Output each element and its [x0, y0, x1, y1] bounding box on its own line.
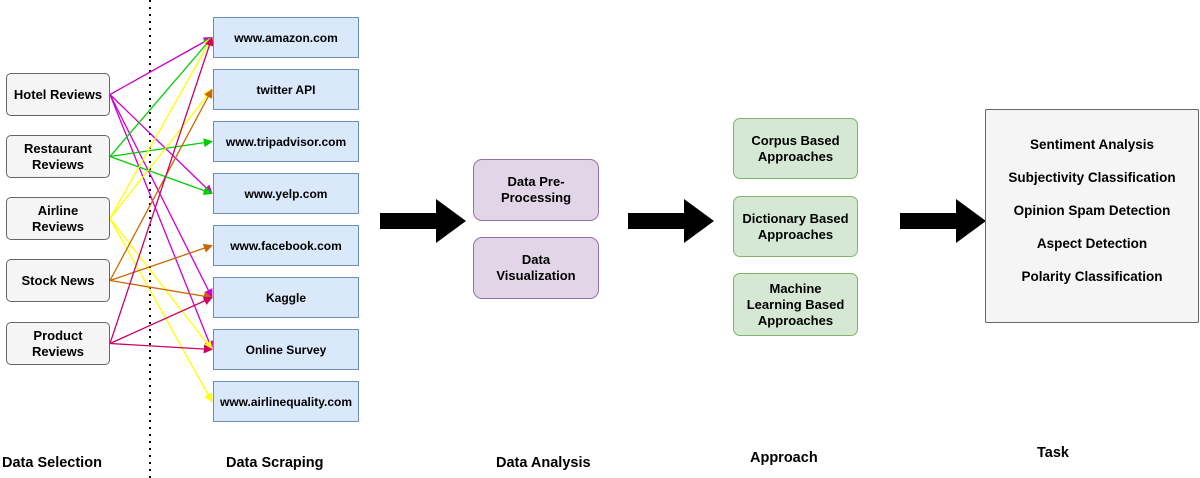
flow-arrow-3 [900, 199, 986, 243]
task-box: Sentiment Analysis Subjectivity Classifi… [985, 109, 1199, 323]
connection-arrow [109, 342, 213, 354]
stage-label-data-selection: Data Selection [2, 455, 102, 471]
task-polarity-classification: Polarity Classification [1021, 269, 1163, 284]
connection-arrow [109, 94, 213, 195]
site-yelp: www.yelp.com [213, 173, 359, 214]
flow-arrow-1 [380, 199, 466, 243]
task-aspect-detection: Aspect Detection [1036, 236, 1148, 251]
source-restaurant-reviews: Restaurant Reviews [6, 135, 110, 178]
connection-arrow [109, 36, 214, 344]
source-product-reviews: Product Reviews [6, 322, 110, 365]
site-amazon: www.amazon.com [213, 17, 359, 58]
stage-label-data-analysis: Data Analysis [496, 455, 591, 471]
connection-arrow [109, 155, 213, 195]
task-sentiment-analysis: Sentiment Analysis [1029, 137, 1155, 152]
site-tripadvisor: www.tripadvisor.com [213, 121, 359, 162]
connection-arrow [109, 138, 213, 158]
site-online-survey: Online Survey [213, 329, 359, 370]
connection-arrow [109, 296, 213, 345]
connection-arrow [109, 94, 213, 299]
approach-machine-learning: Machine Learning Based Approaches [733, 273, 858, 336]
connection-arrow [109, 36, 213, 157]
site-kaggle: Kaggle [213, 277, 359, 318]
connection-arrow [109, 243, 213, 282]
stage-label-approach: Approach [750, 450, 818, 466]
connection-arrow [109, 36, 213, 219]
connection-arrow [109, 88, 213, 281]
analysis-visualization: Data Visualization [473, 237, 599, 299]
connection-arrow [109, 88, 213, 219]
connection-arrow [109, 36, 213, 96]
analysis-preprocessing: Data Pre- Processing [473, 159, 599, 221]
source-airline-reviews: Airline Reviews [6, 197, 110, 240]
connection-arrow [109, 279, 213, 301]
approach-corpus: Corpus Based Approaches [733, 118, 858, 179]
task-opinion-spam-detection: Opinion Spam Detection [1013, 203, 1171, 218]
flow-arrow-2 [628, 199, 714, 243]
stage-label-data-scraping: Data Scraping [226, 455, 324, 471]
source-stock-news: Stock News [6, 259, 110, 302]
task-subjectivity-classification: Subjectivity Classification [1008, 170, 1176, 185]
site-twitter-api: twitter API [213, 69, 359, 110]
site-airlinequality: www.airlinequality.com [213, 381, 359, 422]
site-facebook: www.facebook.com [213, 225, 359, 266]
connection-arrow [109, 218, 213, 351]
approach-dictionary: Dictionary Based Approaches [733, 196, 858, 257]
source-hotel-reviews: Hotel Reviews [6, 73, 110, 116]
stage-label-task: Task [1037, 445, 1069, 461]
